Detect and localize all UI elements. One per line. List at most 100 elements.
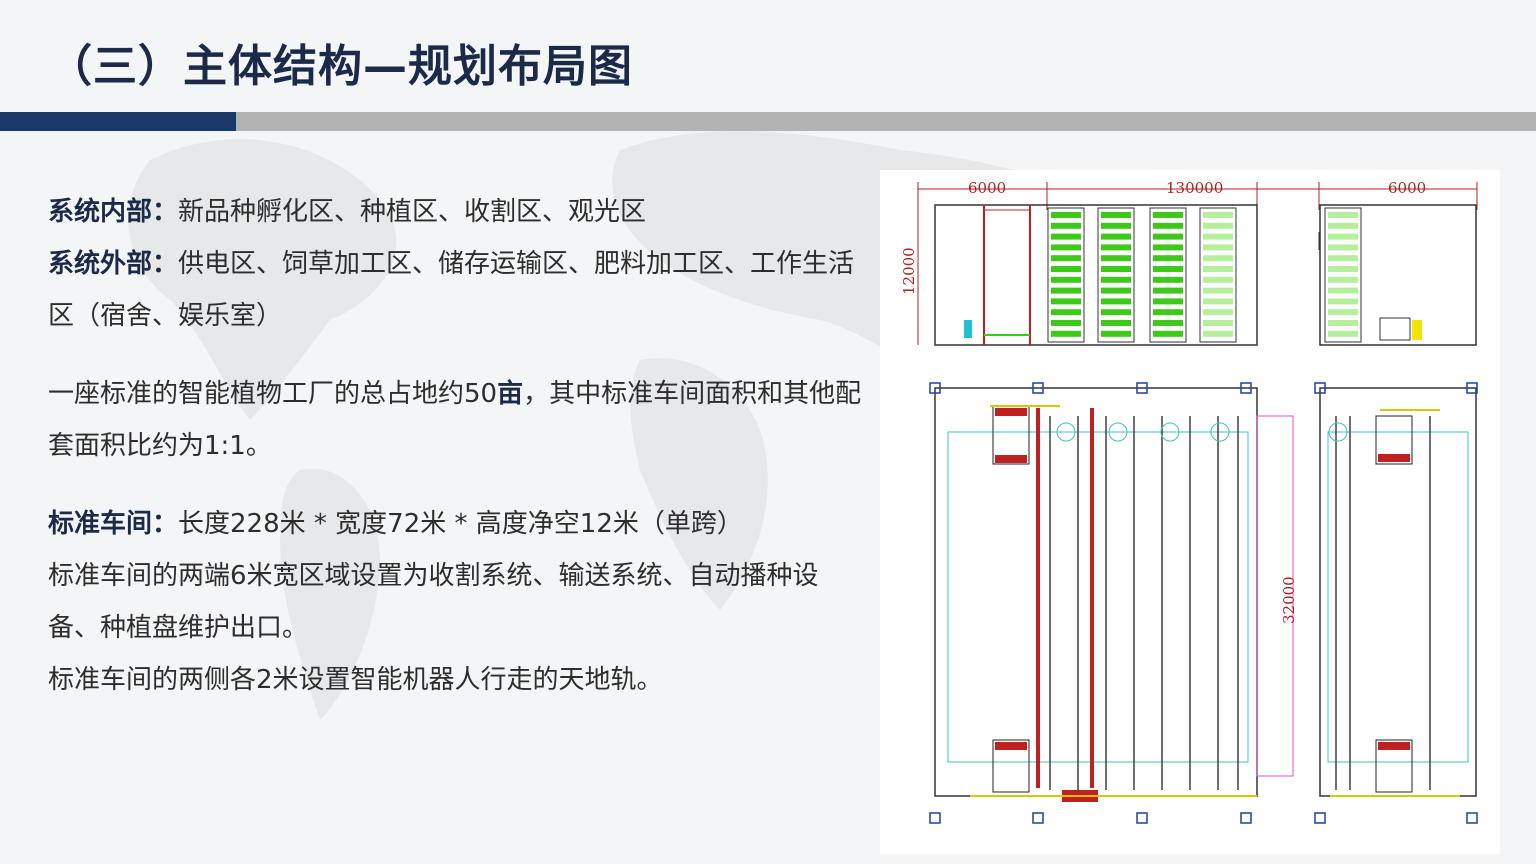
plant-tray xyxy=(1051,276,1081,283)
plant-tray xyxy=(1051,298,1081,305)
column-marker xyxy=(1136,812,1148,824)
area-note-text-b: ，其中标准车间面积和其他配套面积比约为1:1。 xyxy=(48,379,862,461)
column-marker xyxy=(1314,812,1326,824)
plant-tray xyxy=(1203,266,1233,272)
plant-tray xyxy=(1101,222,1131,229)
plant-tray xyxy=(1203,309,1233,316)
plant-tray xyxy=(1153,212,1183,218)
plant-tray xyxy=(1153,320,1183,326)
plant-tray xyxy=(1328,255,1358,262)
plant-tray xyxy=(1101,287,1131,294)
plant-tray xyxy=(1051,309,1081,316)
plant-tray xyxy=(1051,266,1081,272)
plan-view: 32000 xyxy=(929,382,1478,824)
plant-tray xyxy=(1328,287,1358,294)
plant-tray xyxy=(1101,276,1131,283)
plant-tray xyxy=(1153,309,1183,316)
rack-frame xyxy=(1199,207,1237,343)
workshop-dims: 长度228米 * 宽度72米 * 高度净空12米（单跨） xyxy=(178,509,743,539)
column-marker xyxy=(1466,812,1478,824)
plant-tray xyxy=(1153,233,1183,240)
rack-frame xyxy=(1097,207,1135,343)
elevation-view: 12000 xyxy=(900,204,1477,346)
rack-frame xyxy=(1324,207,1362,343)
rack-frame xyxy=(1149,207,1187,343)
column-marker xyxy=(1032,382,1044,394)
column-marker xyxy=(1240,382,1252,394)
title-underline-grey xyxy=(0,112,1536,131)
plant-tray xyxy=(1328,276,1358,283)
plant-tray xyxy=(1153,276,1183,283)
column-marker xyxy=(1466,382,1478,394)
plant-tray xyxy=(1203,212,1233,218)
plant-tray xyxy=(1203,320,1233,326)
lane-circle xyxy=(1210,422,1230,442)
paragraph-gap xyxy=(48,472,868,498)
layout-drawing-svg: 6000 130000 6000 12000 xyxy=(900,179,1478,824)
area-note-unit: 亩 xyxy=(497,379,524,409)
lane-circle xyxy=(1328,422,1348,442)
system-internal-line: 系统内部：新品种孵化区、种植区、收割区、观光区 xyxy=(48,186,868,238)
plant-tray xyxy=(1328,298,1358,305)
plant-tray xyxy=(1203,222,1233,229)
plant-tray xyxy=(1203,276,1233,283)
column-markers xyxy=(929,382,1478,824)
harvest-station-top-left xyxy=(992,405,1030,465)
plant-tray xyxy=(1101,233,1131,240)
area-note: 一座标准的智能植物工厂的总占地约50亩，其中标准车间面积和其他配套面积比约为1:… xyxy=(48,368,868,472)
system-internal-label: 系统内部： xyxy=(48,197,179,227)
system-external-line: 系统外部：供电区、饲草加工区、储存运输区、肥料加工区、工作生活区（宿舍、娱乐室） xyxy=(48,238,868,342)
plant-tray xyxy=(1101,309,1131,316)
workshop-line-2: 标准车间的两侧各2米设置智能机器人行走的天地轨。 xyxy=(48,665,663,695)
plant-tray xyxy=(1328,266,1358,272)
plant-racks xyxy=(1047,207,1362,343)
plant-tray xyxy=(1203,233,1233,240)
plant-tray xyxy=(1153,244,1183,251)
plant-tray xyxy=(1328,212,1358,218)
plant-tray xyxy=(1153,287,1183,294)
lane-circle xyxy=(1056,422,1076,442)
dim-left-label: 6000 xyxy=(968,179,1006,197)
plant-tray xyxy=(1051,233,1081,240)
system-internal-text: 新品种孵化区、种植区、收割区、观光区 xyxy=(178,197,647,227)
rack-frame xyxy=(1047,207,1085,343)
plant-tray xyxy=(1328,330,1358,337)
plant-tray xyxy=(1203,287,1233,294)
paragraph-gap xyxy=(48,342,868,368)
plant-tray xyxy=(1203,244,1233,251)
plant-tray xyxy=(1101,298,1131,305)
plant-tray xyxy=(1051,330,1081,337)
area-note-text-a: 一座标准的智能植物工厂的总占地约50 xyxy=(48,379,498,409)
column-marker xyxy=(1136,382,1148,394)
lane-circle xyxy=(1108,422,1128,442)
workshop-line-1: 标准车间的两端6米宽区域设置为收割系统、输送系统、自动播种设备、种植盘维护出口。 xyxy=(48,561,819,643)
workshop-dims-line: 标准车间：长度228米 * 宽度72米 * 高度净空12米（单跨） xyxy=(48,498,868,550)
plant-tray xyxy=(1051,287,1081,294)
plant-tray xyxy=(1101,320,1131,326)
dim-middle-label: 130000 xyxy=(1166,179,1223,197)
dim-right-label: 6000 xyxy=(1388,179,1426,197)
plant-tray xyxy=(1153,255,1183,262)
planting-lanes xyxy=(1049,416,1431,790)
harvest-station-bottom-left xyxy=(992,739,1030,793)
plant-tray xyxy=(1051,255,1081,262)
dim-height-label: 12000 xyxy=(900,247,918,295)
title-underline-accent xyxy=(0,112,236,131)
column-marker xyxy=(929,382,941,394)
plant-tray xyxy=(1101,266,1131,272)
lane-number-markers xyxy=(1056,422,1348,442)
plant-tray xyxy=(1203,255,1233,262)
plant-tray xyxy=(1203,298,1233,305)
plant-tray xyxy=(1101,255,1131,262)
page-title: （三）主体结构—规划布局图 xyxy=(48,41,633,92)
system-external-label: 系统外部： xyxy=(48,249,179,279)
column-marker xyxy=(1032,812,1044,824)
plant-tray xyxy=(1203,330,1233,337)
plant-tray xyxy=(1153,298,1183,305)
column-marker xyxy=(929,812,941,824)
column-marker xyxy=(1240,812,1252,824)
plant-tray xyxy=(1051,212,1081,218)
plant-tray xyxy=(1101,212,1131,218)
plant-tray xyxy=(1051,244,1081,251)
plant-tray xyxy=(1051,320,1081,326)
